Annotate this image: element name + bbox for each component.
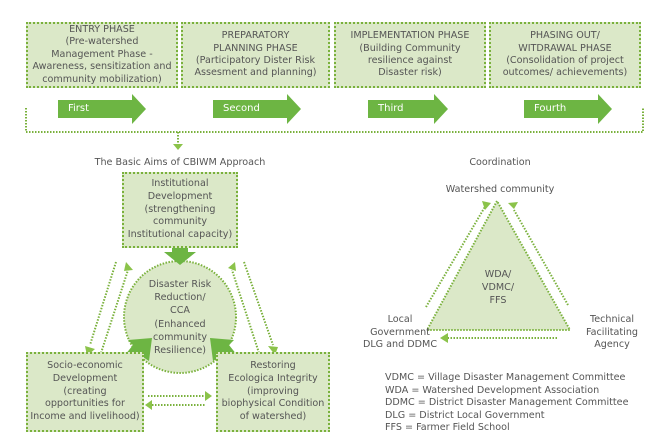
arrowhead-left bbox=[145, 400, 152, 410]
arrowhead-right bbox=[205, 391, 212, 401]
coordination-left-label: Local Government DLG and DDMC bbox=[362, 314, 438, 351]
aim-text: Socio-economic Development (creating opp… bbox=[30, 360, 140, 423]
dotted-arrow-inst-to-eco bbox=[243, 261, 274, 346]
aim-box-institutional: Institutional Development (strengthening… bbox=[122, 172, 238, 248]
phase-text: PHASING OUT/ WITDRAWAL PHASE (Consolidat… bbox=[502, 30, 628, 79]
dotted-arrow-right-to-top bbox=[513, 209, 569, 306]
aims-title: The Basic Aims of CBIWM Approach bbox=[94, 157, 266, 168]
coordination-center-label: WDA/ VDMC/ FFS bbox=[481, 269, 515, 306]
legend-item: DDMC = District Disaster Management Comm… bbox=[385, 397, 629, 409]
phase-text: ENTRY PHASE (Pre-watershed Management Ph… bbox=[32, 23, 172, 85]
stage-label: Fourth Stage bbox=[534, 103, 567, 132]
aim-box-ecological: Restoring Ecologica Integrity (improving… bbox=[216, 352, 330, 432]
coordination-title: Coordination bbox=[469, 157, 531, 168]
legend-item: DLG = District Local Government bbox=[385, 409, 545, 421]
dotted-arrow-inst-to-socio bbox=[89, 261, 117, 346]
coordination-top-label: Watershed community bbox=[445, 184, 555, 195]
arrowhead-top-left bbox=[482, 201, 491, 210]
stage-label: First Stage bbox=[68, 103, 97, 132]
arrowhead-inst-left bbox=[124, 262, 133, 271]
phase-text: PREPARATORY PLANNING PHASE (Participator… bbox=[194, 30, 317, 79]
coordination-right-label: Technical Facilitating Agency bbox=[585, 314, 639, 351]
legend-item: FFS = Farmer Field School bbox=[385, 422, 510, 434]
legend-item: WDA = Watershed Development Association bbox=[385, 384, 600, 396]
stage-label: Third Stage bbox=[378, 103, 407, 132]
phase-box-implementation: IMPLEMENTATION PHASE (Building Community… bbox=[334, 22, 486, 88]
legend-item: VDMC = Village Disaster Management Commi… bbox=[385, 372, 626, 383]
arrowhead-top-right bbox=[508, 202, 518, 209]
dotted-arrow-eco-to-inst bbox=[231, 269, 260, 354]
phase-box-entry: ENTRY PHASE (Pre-watershed Management Ph… bbox=[26, 22, 178, 88]
stage-bracket bbox=[25, 108, 644, 133]
arrowhead-left-coord bbox=[440, 333, 448, 343]
center-circle-text: Disaster Risk Reduction/ CCA (Enhanced c… bbox=[148, 279, 212, 357]
arrowhead-inst-right bbox=[228, 262, 236, 271]
abbreviation-legend: VDMC = Village Disaster Management Commi… bbox=[385, 372, 628, 435]
dotted-arrow-socio-to-inst bbox=[100, 269, 129, 354]
aim-text: Institutional Development (strengthening… bbox=[127, 178, 233, 241]
stage-label: Second Stage bbox=[223, 103, 260, 132]
arrowhead-bracket-down bbox=[173, 144, 183, 150]
phase-box-preparatory: PREPARATORY PLANNING PHASE (Participator… bbox=[181, 22, 330, 88]
phase-box-phasing-out: PHASING OUT/ WITDRAWAL PHASE (Consolidat… bbox=[489, 22, 641, 88]
center-circle bbox=[123, 260, 237, 374]
aim-box-socio-economic: Socio-economic Development (creating opp… bbox=[26, 352, 144, 432]
phase-text: IMPLEMENTATION PHASE (Building Community… bbox=[350, 30, 470, 79]
big-arrow-down bbox=[164, 247, 196, 265]
aim-text: Restoring Ecologica Integrity (improving… bbox=[221, 360, 325, 423]
coordination-triangle bbox=[425, 198, 572, 331]
